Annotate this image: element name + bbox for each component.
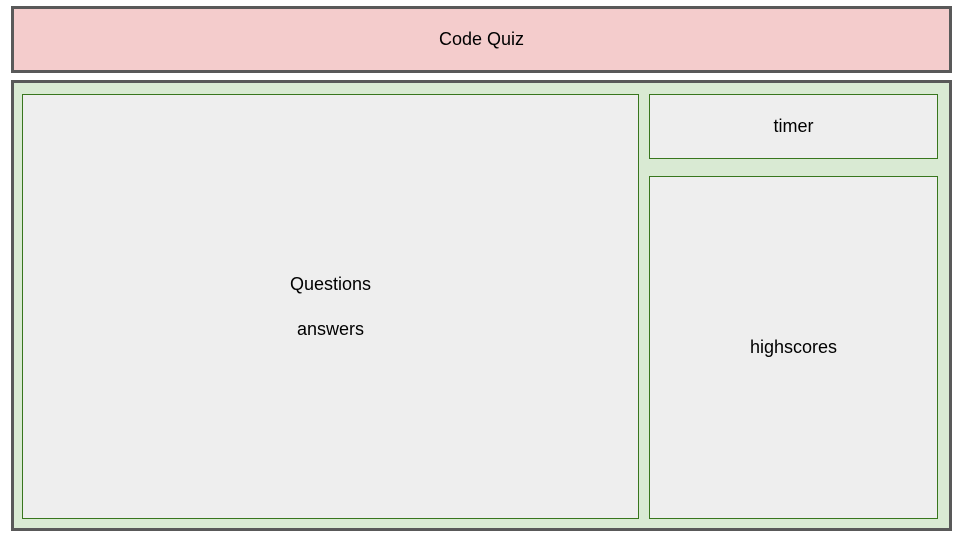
questions-panel: Questions answers [22,94,639,519]
header-box: Code Quiz [11,6,952,73]
highscores-label: highscores [749,337,838,357]
answers-label: answers [296,318,365,339]
highscores-panel: highscores [649,176,938,519]
timer-panel: timer [649,94,938,159]
header-title: Code Quiz [438,29,525,49]
timer-label: timer [773,116,814,136]
questions-label: Questions [289,273,372,294]
